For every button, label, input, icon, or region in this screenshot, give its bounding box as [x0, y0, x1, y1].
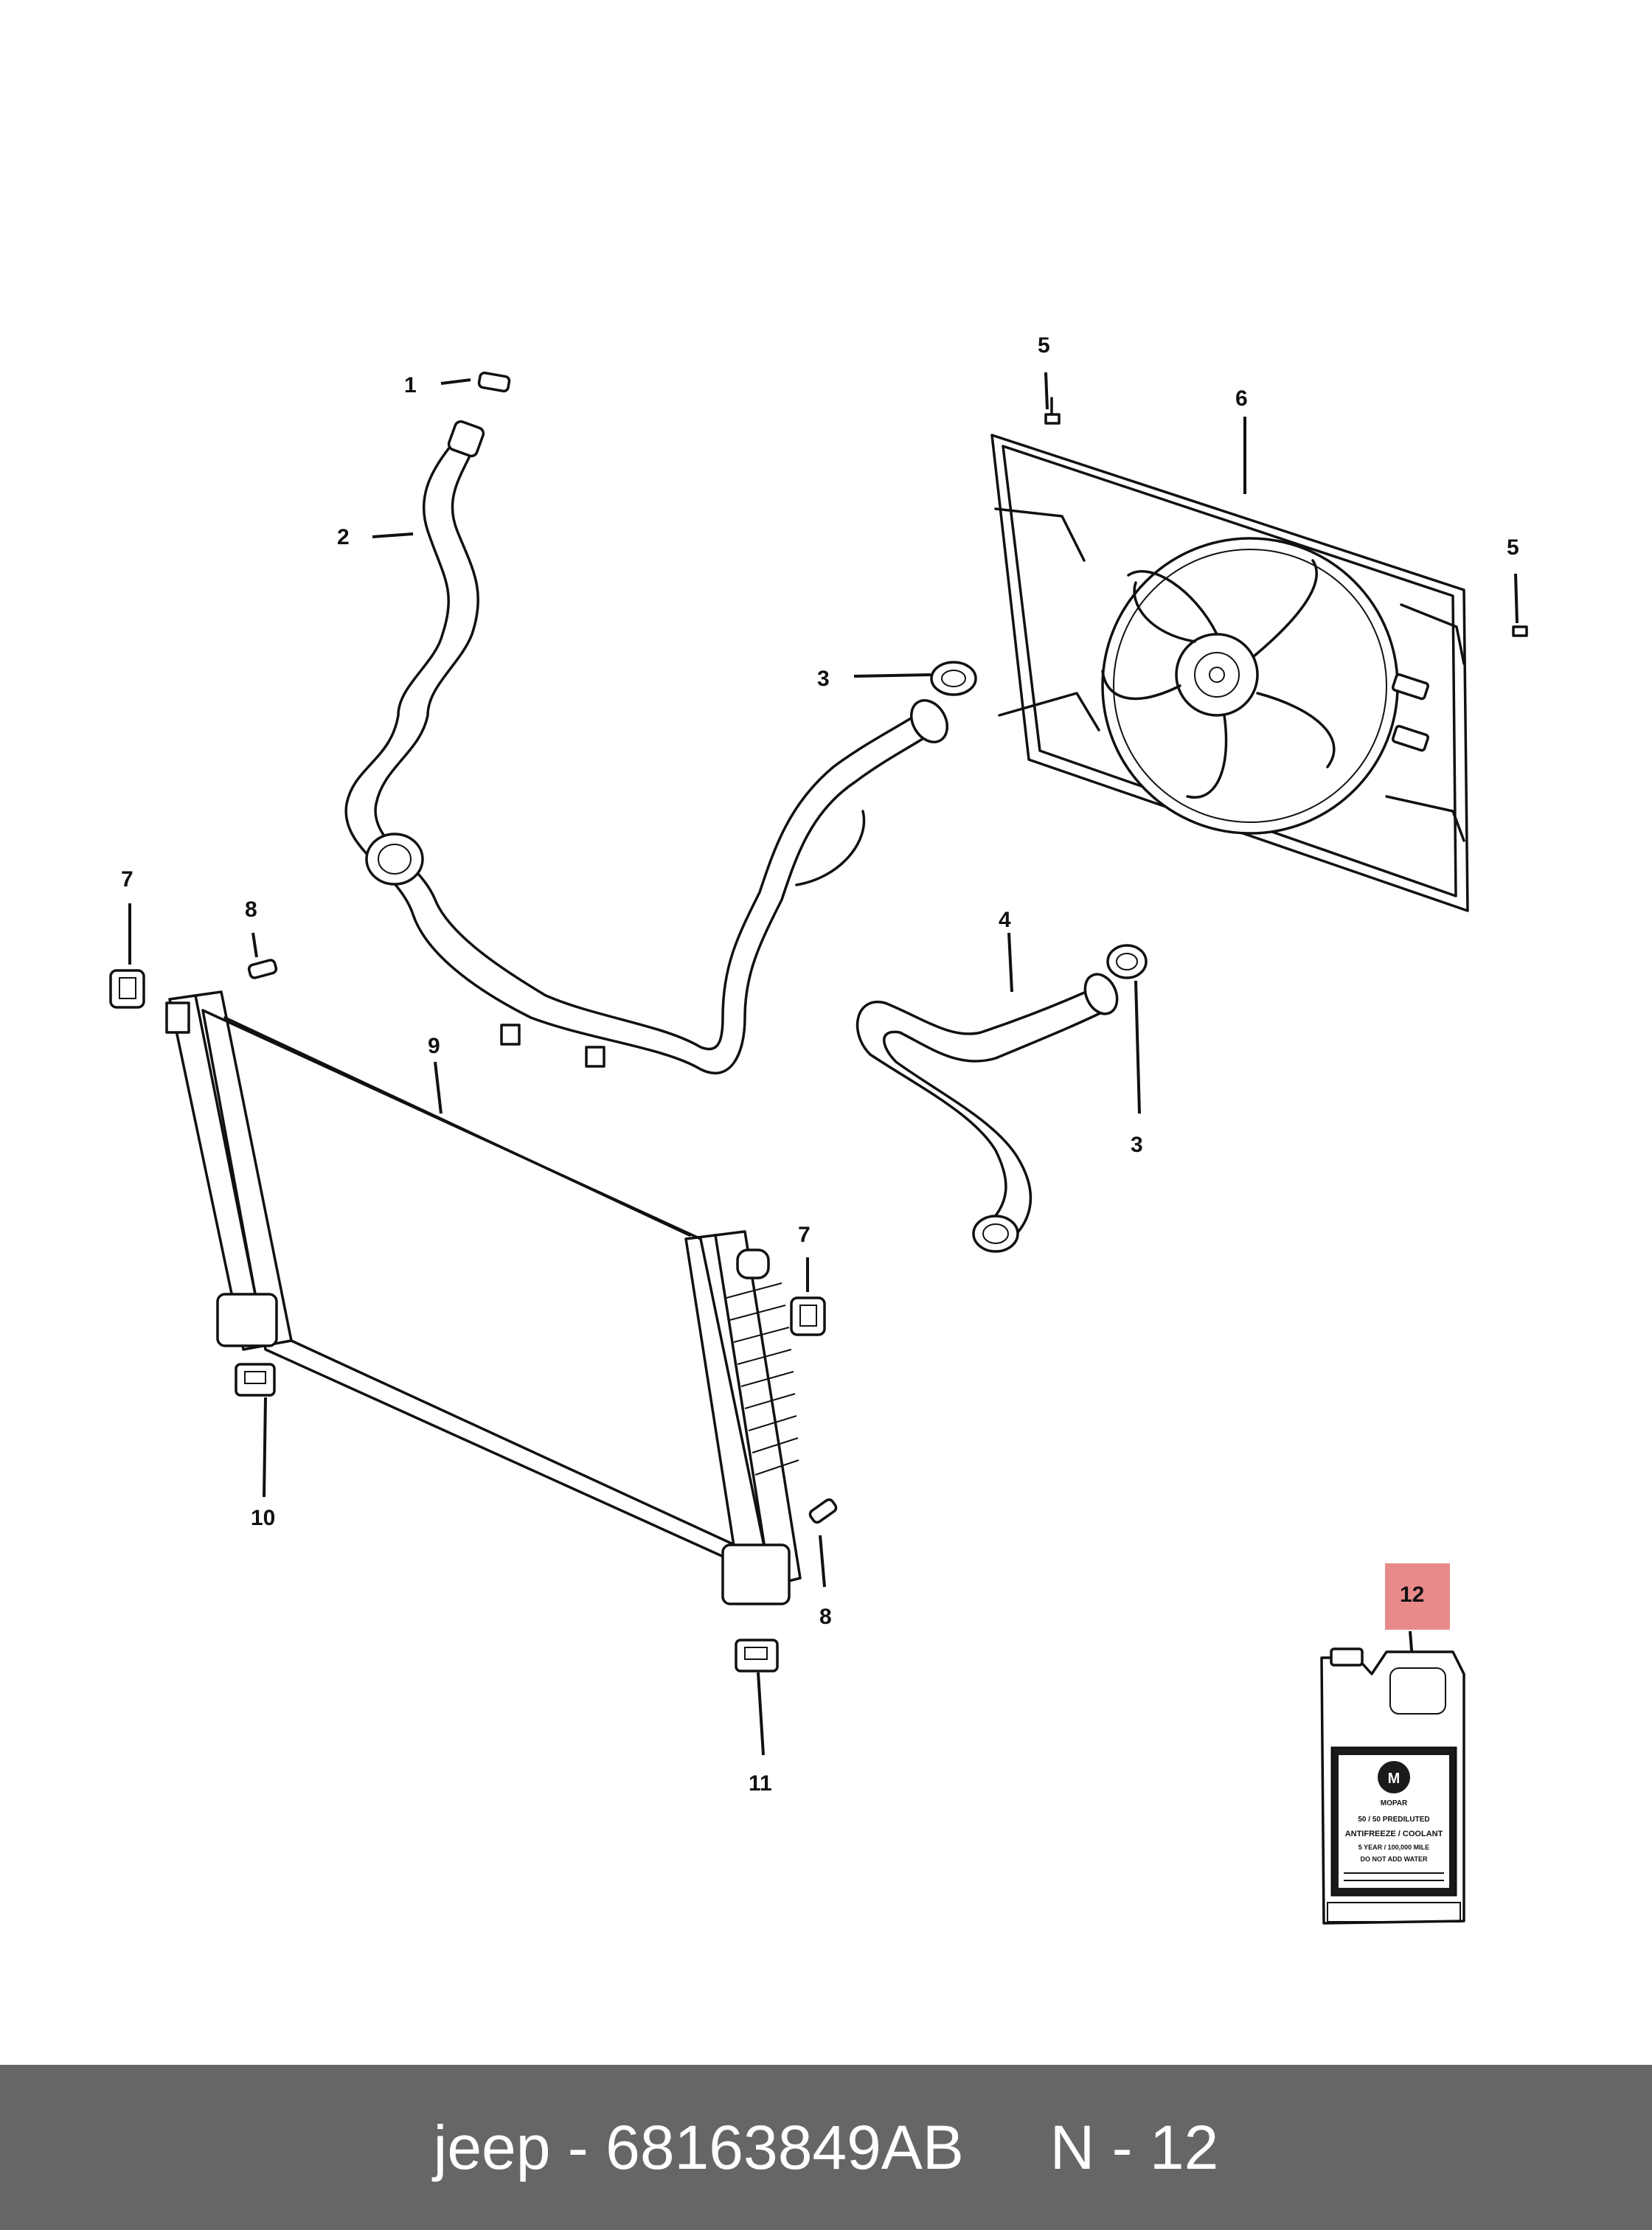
callout-2: 2 — [337, 525, 350, 549]
parts-diagram: 1 2 3 3 4 5 — [109, 333, 1528, 1925]
callout-12-highlight — [1385, 1563, 1450, 1630]
part-6-fan-assembly — [990, 434, 1469, 912]
part-7-isolator-right — [790, 1296, 826, 1336]
part-2-upper-hose — [344, 420, 948, 1074]
jug-label-line4: DO NOT ADD WATER — [1361, 1855, 1428, 1863]
svg-text:M: M — [1388, 1771, 1401, 1787]
footer-bar: jeep - 68163849AB N - 12 — [0, 2065, 1652, 2230]
jug-label-line1: 50 / 50 PREDILUTED — [1358, 1816, 1429, 1824]
callout-3-upper: 3 — [817, 667, 830, 691]
callout-5-right: 5 — [1507, 535, 1519, 560]
callout-11: 11 — [749, 1771, 772, 1796]
jug-brand: MOPAR — [1381, 1799, 1408, 1807]
callout-6: 6 — [1235, 386, 1248, 411]
callout-10: 10 — [251, 1506, 275, 1530]
part-5-bolt-top — [1044, 397, 1061, 425]
jug-label-line3: 5 YEAR / 100,000 MILE — [1358, 1844, 1429, 1851]
part-8-bleeder-bottom — [808, 1498, 838, 1524]
part-1-connector — [477, 371, 511, 393]
callout-5-top: 5 — [1038, 333, 1050, 358]
callout-9: 9 — [428, 1034, 440, 1058]
callout-4: 4 — [999, 908, 1011, 932]
part-11-bracket — [735, 1639, 779, 1672]
part-7-isolator-left — [109, 969, 145, 1009]
part-10-bracket — [235, 1363, 276, 1397]
footer-caption: jeep - 68163849AB N - 12 — [433, 2112, 1219, 2182]
callout-7-right: 7 — [798, 1223, 811, 1247]
callout-3-lower: 3 — [1131, 1133, 1143, 1157]
callout-7-left: 7 — [121, 867, 133, 892]
callout-8-top: 8 — [245, 897, 257, 922]
part-3-clamp-lower — [1106, 944, 1148, 979]
part-3-clamp-upper — [930, 661, 977, 696]
part-12-coolant-jug: M MOPAR 50 / 50 PREDILUTED ANTIFREEZE / … — [1320, 1647, 1465, 1925]
part-5-bolt-right — [1512, 625, 1528, 637]
part-4-lower-hose — [856, 973, 1119, 1253]
part-8-bleeder-top — [247, 959, 278, 979]
part-9-radiator — [165, 990, 802, 1605]
callout-12: 12 — [1400, 1583, 1424, 1607]
callout-1: 1 — [404, 373, 417, 397]
callout-8-bottom: 8 — [819, 1605, 832, 1629]
jug-label-line2: ANTIFREEZE / COOLANT — [1345, 1830, 1443, 1838]
